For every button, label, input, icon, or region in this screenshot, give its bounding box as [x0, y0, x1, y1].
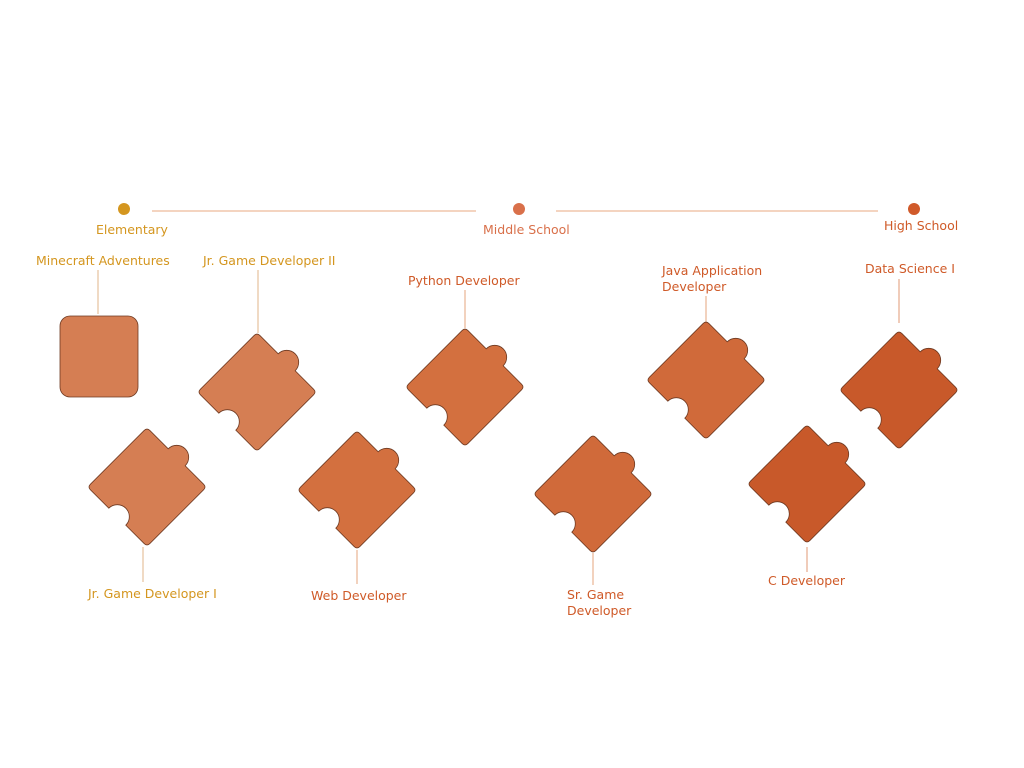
course-label-minecraft-adventures: Minecraft Adventures [36, 253, 170, 268]
puzzle-piece-sr-game-developer [533, 425, 662, 554]
stage-dot-high-school [908, 203, 920, 215]
course-label-java-application-developer: Java Application Developer [662, 263, 762, 295]
stage-label-high-school: High School [884, 218, 959, 233]
puzzle-piece-data-science-1 [839, 321, 968, 450]
course-label-web-developer: Web Developer [311, 588, 407, 603]
puzzle-piece-c-developer [747, 415, 876, 544]
course-label-java-line-1: Java Application [662, 263, 763, 278]
course-label-data-science-1: Data Science I [865, 261, 955, 276]
puzzle-piece-jr-game-developer-1 [87, 418, 216, 547]
puzzle-piece-python-developer [405, 318, 534, 447]
course-label-jr-game-developer-2: Jr. Game Developer II [203, 253, 336, 268]
stage-label-middle-school: Middle School [483, 222, 570, 237]
course-label-c-developer: C Developer [768, 573, 845, 588]
puzzle-piece-jr-game-developer-2 [197, 323, 326, 452]
course-label-sr-game-line-1: Sr. Game [567, 587, 625, 602]
stage-label-elementary: Elementary [96, 222, 168, 237]
course-label-java-line-2: Developer [662, 279, 727, 294]
puzzle-piece-java-application-developer [646, 311, 775, 440]
course-label-python-developer: Python Developer [408, 273, 520, 288]
course-label-jr-game-developer-1: Jr. Game Developer I [88, 586, 217, 601]
course-block-minecraft-adventures [59, 315, 139, 398]
course-label-sr-game-developer: Sr. Game Developer [567, 587, 631, 619]
puzzle-piece-web-developer [297, 421, 426, 550]
stage-dot-elementary [118, 203, 130, 215]
stage-dot-middle-school [513, 203, 525, 215]
course-label-sr-game-line-2: Developer [567, 603, 632, 618]
